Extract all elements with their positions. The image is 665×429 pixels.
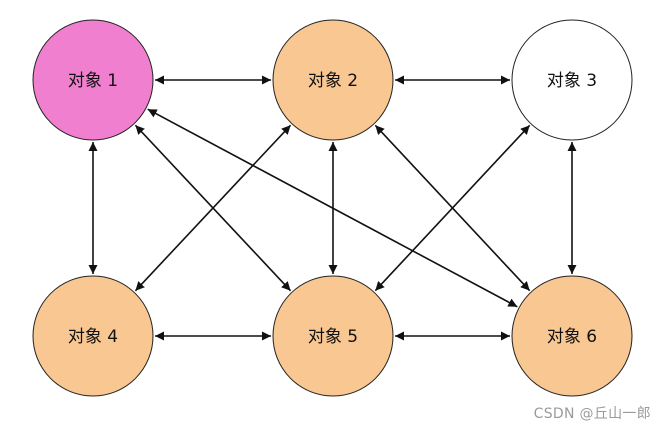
node-label: 对象 6 [547,327,597,347]
edges-layer [88,75,577,341]
node-label: 对象 2 [308,71,358,91]
edge-n3-n5 [374,124,531,292]
node-circle [32,19,154,141]
node-n1: 对象 1 [32,19,154,141]
node-label: 对象 1 [68,71,118,91]
node-circle [511,19,633,141]
node-label: 对象 3 [547,71,597,91]
node-n6: 对象 6 [511,275,633,397]
node-circle [272,275,394,397]
node-circle [511,275,633,397]
node-n4: 对象 4 [32,275,154,397]
nodes-layer: 对象 1 对象 2 对象 3 对象 4 对象 5 对象 6 [32,19,633,397]
node-label: 对象 4 [68,327,118,347]
node-label: 对象 5 [308,327,358,347]
node-circle [272,19,394,141]
watermark: CSDN @丘山一郎 [533,406,651,422]
node-circle [32,275,154,397]
edge-n2-n4 [134,124,292,292]
node-n2: 对象 2 [272,19,394,141]
node-n5: 对象 5 [272,275,394,397]
node-n3: 对象 3 [511,19,633,141]
